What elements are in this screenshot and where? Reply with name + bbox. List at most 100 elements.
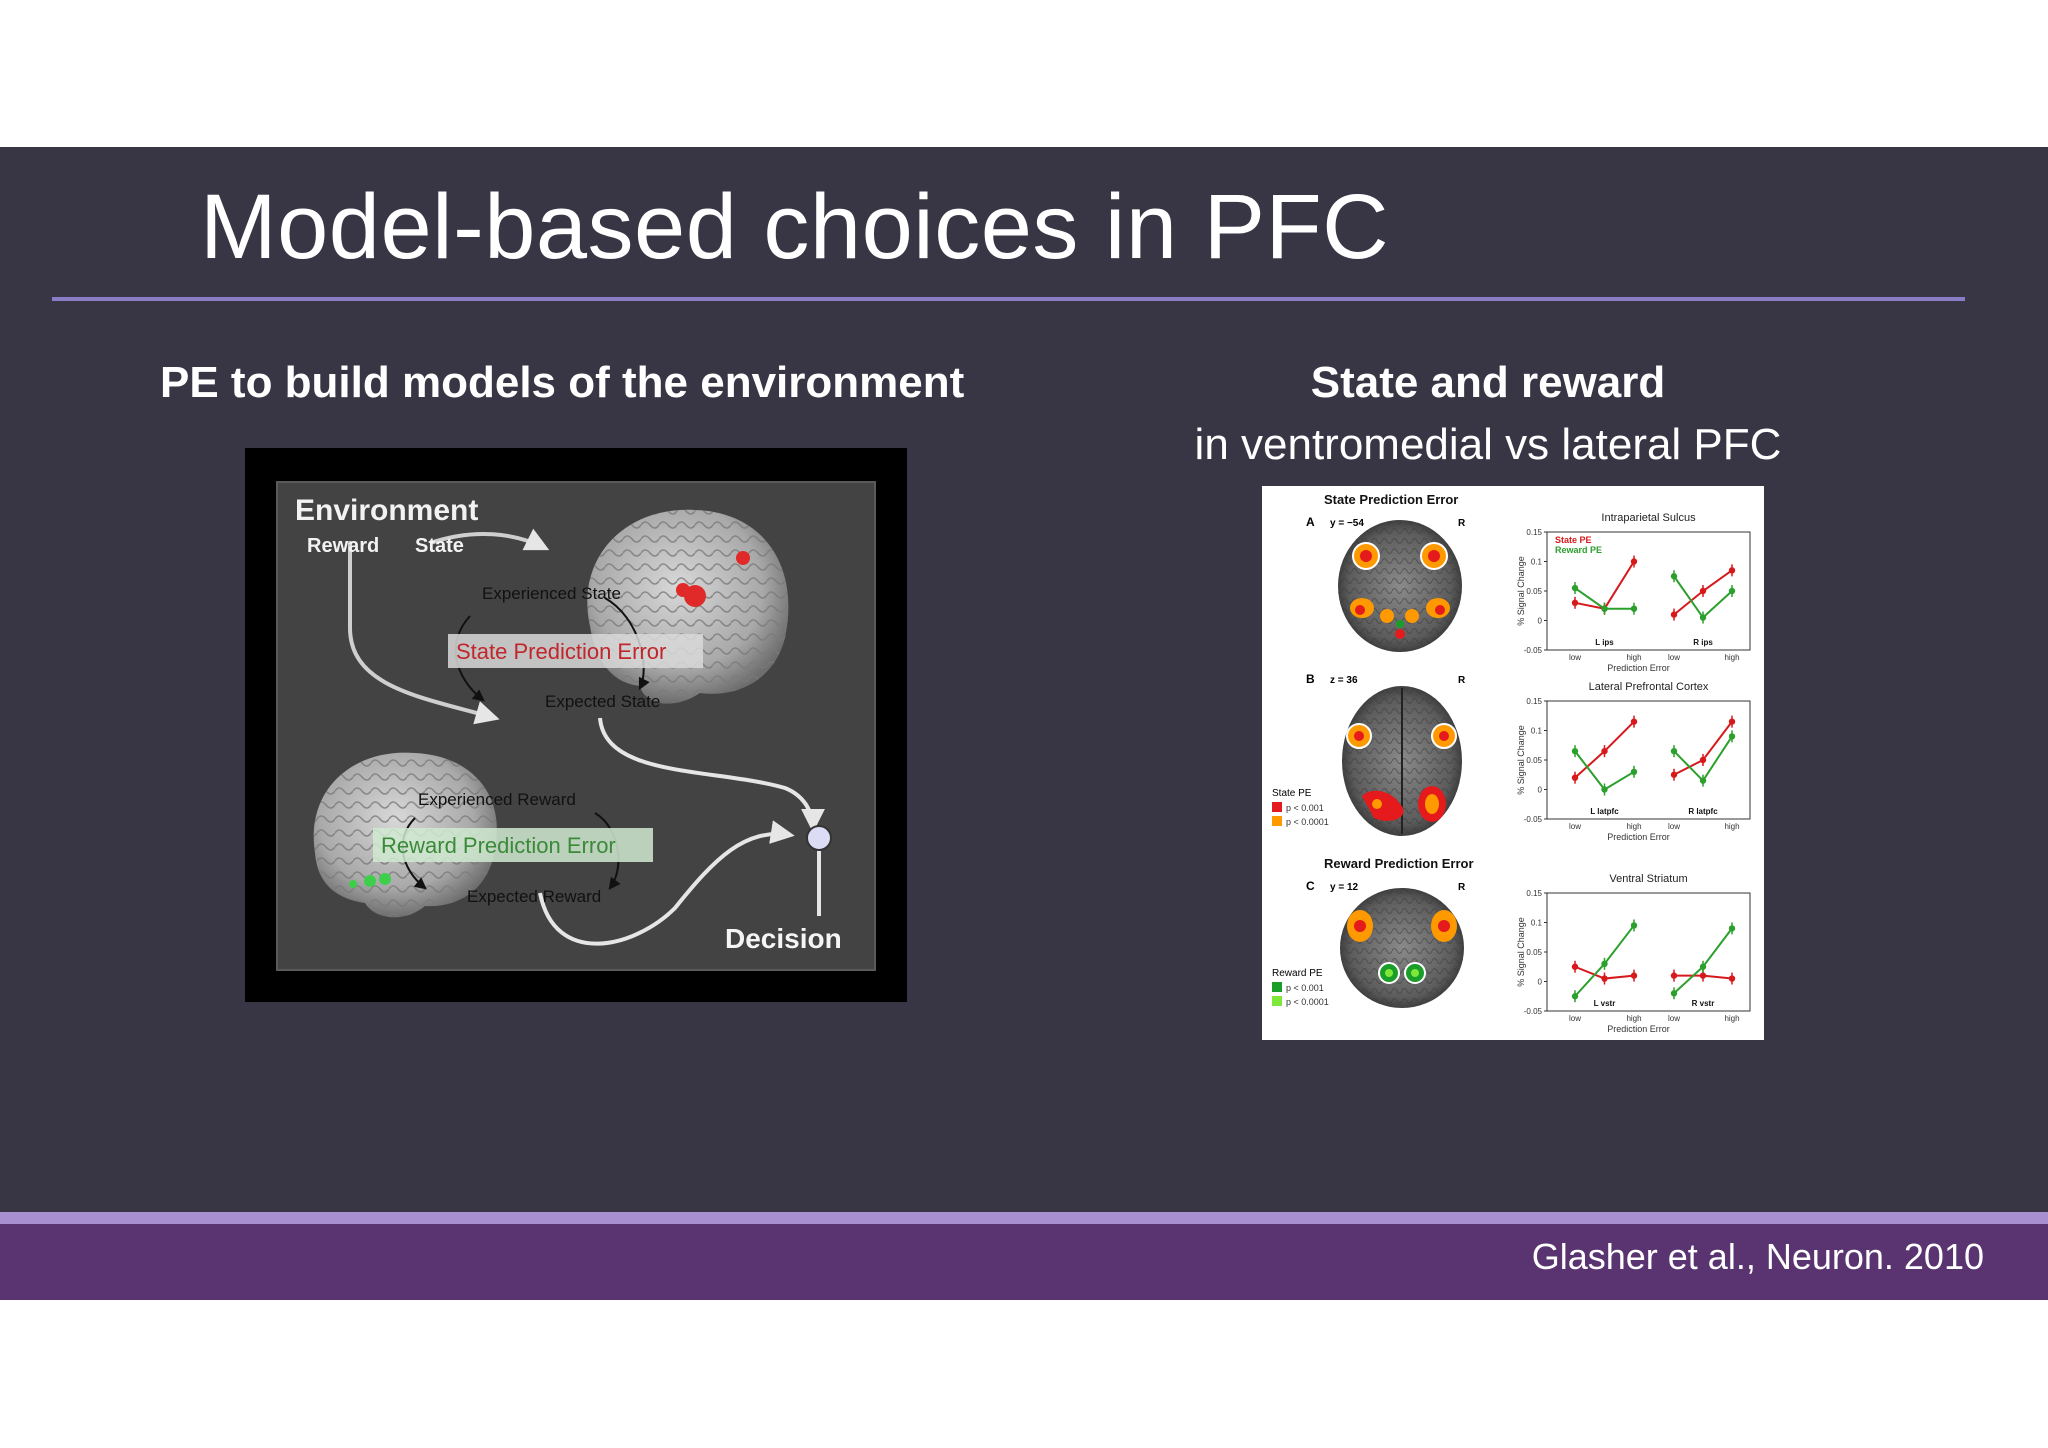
pe-diagram: Environment Reward State Experienced Sta… bbox=[245, 448, 907, 1002]
y-axis-label: % Signal Change bbox=[1516, 725, 1526, 795]
y-tick-label: 0 bbox=[1538, 617, 1543, 626]
data-point bbox=[1670, 573, 1678, 580]
roi-group-label: L latpfc bbox=[1590, 807, 1619, 816]
plot-frame bbox=[1546, 700, 1751, 820]
roi-chart-2: Lateral Prefrontal Cortex-0.0500.050.10.… bbox=[1516, 681, 1751, 842]
panel-b-coord: z = 36 bbox=[1330, 675, 1358, 686]
data-point bbox=[1630, 605, 1638, 612]
reward-pe-box bbox=[373, 828, 653, 862]
data-point bbox=[1670, 990, 1678, 997]
data-point bbox=[1699, 972, 1707, 979]
title-underline bbox=[52, 297, 1965, 301]
reward-legend-title: Reward PE bbox=[1272, 968, 1323, 979]
roi-group-label: R vstr bbox=[1692, 999, 1715, 1008]
x-axis-label: Prediction Error bbox=[1607, 1024, 1670, 1034]
expected-reward-to-decision bbox=[538, 820, 795, 946]
chart-title: Lateral Prefrontal Cortex bbox=[1589, 681, 1709, 693]
state-legend-p001: p < 0.001 bbox=[1286, 803, 1324, 813]
x-tick-label: high bbox=[1626, 822, 1641, 831]
reward-flow-arrow bbox=[348, 541, 500, 725]
x-axis-label: Prediction Error bbox=[1607, 832, 1670, 842]
data-point bbox=[1571, 747, 1579, 755]
data-point bbox=[1601, 786, 1608, 793]
reward-legend-swatch-weak bbox=[1272, 996, 1282, 1006]
state-pe-figure-title: State Prediction Error bbox=[1324, 492, 1458, 507]
x-tick-label: high bbox=[1724, 653, 1739, 662]
y-tick-label: 0.05 bbox=[1526, 948, 1542, 957]
panel-a-r: R bbox=[1458, 518, 1466, 529]
series-line bbox=[1574, 560, 1635, 610]
right-subheading: in ventromedial vs lateral PFC bbox=[1194, 420, 1782, 469]
state-legend-swatch-strong bbox=[1272, 802, 1282, 812]
data-point bbox=[1601, 605, 1608, 612]
state-legend-title: State PE bbox=[1272, 788, 1312, 799]
y-tick-label: 0.15 bbox=[1526, 697, 1542, 706]
data-point bbox=[1699, 756, 1707, 764]
data-point bbox=[1630, 972, 1638, 979]
x-tick-label: low bbox=[1668, 822, 1680, 831]
panel-b-label: B bbox=[1306, 672, 1315, 686]
right-heading: State and reward bbox=[1310, 358, 1666, 407]
state-pe-box bbox=[448, 634, 703, 668]
data-point bbox=[1571, 993, 1579, 1000]
data-point bbox=[1699, 963, 1707, 970]
data-point bbox=[1601, 960, 1608, 967]
x-tick-label: low bbox=[1569, 653, 1581, 662]
data-point bbox=[1728, 975, 1736, 982]
x-tick-label: low bbox=[1668, 1014, 1680, 1023]
panel-b-r: R bbox=[1458, 675, 1466, 686]
state-label: State bbox=[415, 535, 464, 557]
expected-state-to-decision bbox=[598, 717, 825, 833]
roi-group-label: L vstr bbox=[1594, 999, 1616, 1008]
state-flow-arrow bbox=[429, 528, 550, 551]
neuron-figure-canvas: State Prediction Error Reward Prediction… bbox=[1272, 492, 1751, 1034]
legend-entry: State PE bbox=[1555, 535, 1592, 545]
data-point bbox=[1699, 614, 1707, 621]
pe-diagram-canvas: Environment Reward State Experienced Sta… bbox=[276, 481, 876, 971]
data-point bbox=[1571, 963, 1579, 970]
slice-c bbox=[1340, 888, 1464, 1008]
left-heading: PE to build models of the environment bbox=[160, 358, 965, 407]
neuron-figure: State Prediction Error Reward Prediction… bbox=[1262, 486, 1764, 1040]
y-tick-label: 0.15 bbox=[1526, 528, 1542, 537]
footer-bar bbox=[0, 1224, 2048, 1300]
x-tick-label: high bbox=[1626, 1014, 1641, 1023]
data-point bbox=[1728, 567, 1736, 574]
y-tick-label: 0 bbox=[1538, 786, 1543, 795]
y-tick-label: 0.1 bbox=[1531, 558, 1543, 567]
slide-title: Model-based choices in PFC bbox=[200, 176, 1390, 278]
panel-a-label: A bbox=[1306, 515, 1315, 529]
citation: Glasher et al., Neuron. 2010 bbox=[1531, 1236, 1984, 1277]
x-axis-label: Prediction Error bbox=[1607, 663, 1670, 673]
y-tick-label: 0.1 bbox=[1531, 727, 1543, 736]
x-tick-label: high bbox=[1724, 1014, 1739, 1023]
slice-a bbox=[1338, 520, 1462, 652]
y-tick-label: 0.05 bbox=[1526, 587, 1542, 596]
y-axis-label: % Signal Change bbox=[1516, 556, 1526, 626]
data-point bbox=[1728, 718, 1736, 725]
data-point bbox=[1670, 771, 1678, 778]
state-pe-label: State Prediction Error bbox=[456, 639, 666, 664]
legend-entry: Reward PE bbox=[1555, 545, 1602, 555]
expected-reward-label: Expected Reward bbox=[467, 887, 601, 906]
roi-group-label: R ips bbox=[1693, 638, 1713, 647]
x-tick-label: low bbox=[1569, 1014, 1581, 1023]
state-legend-p0001: p < 0.0001 bbox=[1286, 817, 1329, 827]
panel-c-r: R bbox=[1458, 882, 1466, 893]
reward-pe-label: Reward Prediction Error bbox=[381, 833, 616, 858]
data-point bbox=[1670, 611, 1678, 618]
data-point bbox=[1670, 972, 1678, 979]
data-point bbox=[1571, 584, 1579, 592]
data-point bbox=[1571, 774, 1579, 781]
y-tick-label: 0.1 bbox=[1531, 919, 1543, 928]
panel-c-coord: y = 12 bbox=[1330, 882, 1359, 893]
reward-pe-figure-title: Reward Prediction Error bbox=[1324, 856, 1474, 871]
reward-legend-p0001: p < 0.0001 bbox=[1286, 997, 1329, 1007]
y-axis-label: % Signal Change bbox=[1516, 917, 1526, 987]
experienced-reward-label: Experienced Reward bbox=[418, 790, 576, 809]
x-tick-label: low bbox=[1668, 653, 1680, 662]
chart-title: Intraparietal Sulcus bbox=[1601, 512, 1696, 524]
environment-label: Environment bbox=[295, 494, 478, 527]
